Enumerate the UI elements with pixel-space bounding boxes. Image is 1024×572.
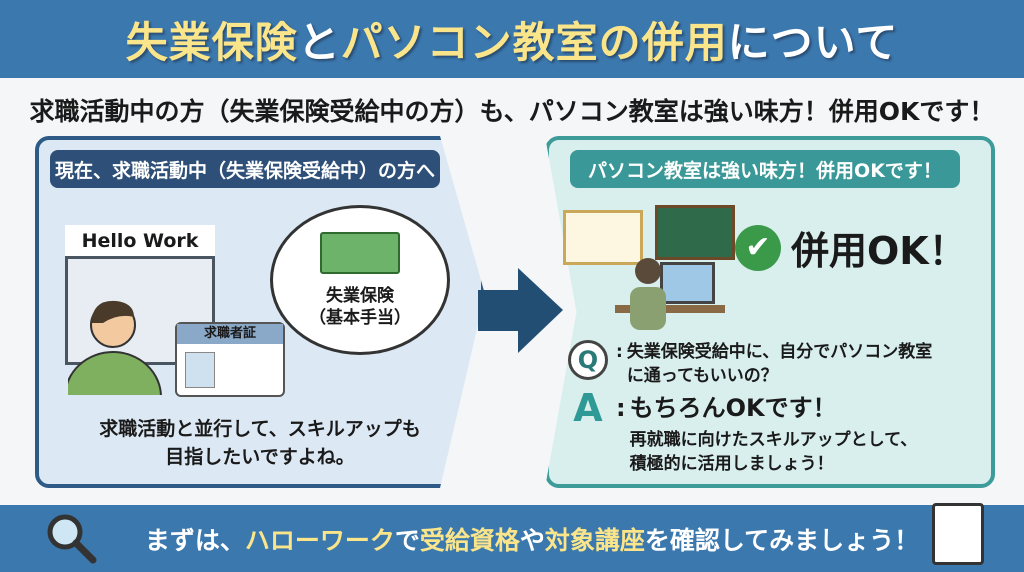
subtitle: 求職活動中の方（失業保険受給中の方）も、パソコン教室は強い味方！併用OKです！ bbox=[29, 97, 995, 126]
left-caption: 求職活動と並行して、スキルアップも目指したいですよね。 bbox=[50, 415, 470, 471]
checklist-icon bbox=[932, 503, 984, 565]
card-label: 求職者証 bbox=[177, 324, 283, 344]
magnifier-icon bbox=[47, 514, 97, 564]
title-banner: 失業保険とパソコン教室の併用について bbox=[0, 0, 1024, 78]
footer-text: まずは、 bbox=[144, 525, 245, 555]
desk bbox=[615, 305, 725, 313]
title-part: と bbox=[297, 17, 341, 67]
caption-line: 求職活動と並行して、スキルアップも bbox=[99, 418, 421, 440]
qa-section: Q:失業保険受給中に、自分でパソコン教室に通ってもいいの？ A:もちろんOKです… bbox=[568, 340, 932, 476]
job-seeker-card: 求職者証 bbox=[175, 322, 285, 397]
footer-text: や bbox=[519, 525, 545, 555]
money-icon bbox=[320, 232, 400, 274]
question-bubble-icon: Q bbox=[568, 340, 608, 380]
bubble-line: （基本手当） bbox=[309, 308, 411, 328]
footer-text: を確認してみましょう！ bbox=[644, 525, 920, 555]
building-sign: Hello Work bbox=[65, 225, 215, 259]
student-icon bbox=[630, 258, 666, 330]
computer-icon bbox=[660, 262, 715, 304]
certificate-icon bbox=[563, 210, 643, 265]
title-part: パソコン教室の併用 bbox=[340, 17, 728, 67]
answer-line: 再就職に向けたスキルアップとして、 bbox=[629, 430, 918, 450]
teacher-board-icon bbox=[655, 205, 735, 260]
title-part: 失業保険 bbox=[125, 17, 298, 67]
photo-icon bbox=[185, 352, 215, 388]
right-panel-tag: パソコン教室は強い味方！併用OKです！ bbox=[570, 150, 960, 188]
thought-bubble bbox=[270, 205, 450, 355]
footer-highlight: 対象講座 bbox=[544, 525, 645, 555]
bubble-text: 失業保険（基本手当） bbox=[280, 285, 440, 329]
footer-text: で bbox=[394, 525, 420, 555]
question-line: に通ってもいいの？ bbox=[626, 366, 778, 386]
title-part: について bbox=[727, 17, 899, 67]
footer-highlight: ハローワーク bbox=[244, 525, 395, 555]
footer-banner: まずは、ハローワークで受給資格や対象講座を確認してみましょう！ bbox=[0, 505, 1024, 572]
bubble-line: 失業保険 bbox=[326, 286, 394, 306]
left-panel-tag: 現在、求職活動中（失業保険受給中）の方へ bbox=[50, 150, 440, 188]
caption-line: 目指したいですよね。 bbox=[165, 446, 355, 468]
arrow-right-icon bbox=[478, 268, 563, 353]
ok-badge: ✔併用OK！ bbox=[735, 220, 967, 275]
question-line: 失業保険受給中に、自分でパソコン教室 bbox=[626, 342, 933, 362]
answer-title: もちろんOKです！ bbox=[629, 394, 837, 422]
ok-label: 併用OK！ bbox=[791, 229, 967, 273]
answer-line: 積極的に活用しましょう！ bbox=[629, 454, 834, 474]
person-icon bbox=[68, 300, 162, 395]
answer-icon: A bbox=[573, 386, 603, 430]
checkmark-icon: ✔ bbox=[735, 224, 781, 271]
footer-highlight: 受給資格 bbox=[419, 525, 520, 555]
